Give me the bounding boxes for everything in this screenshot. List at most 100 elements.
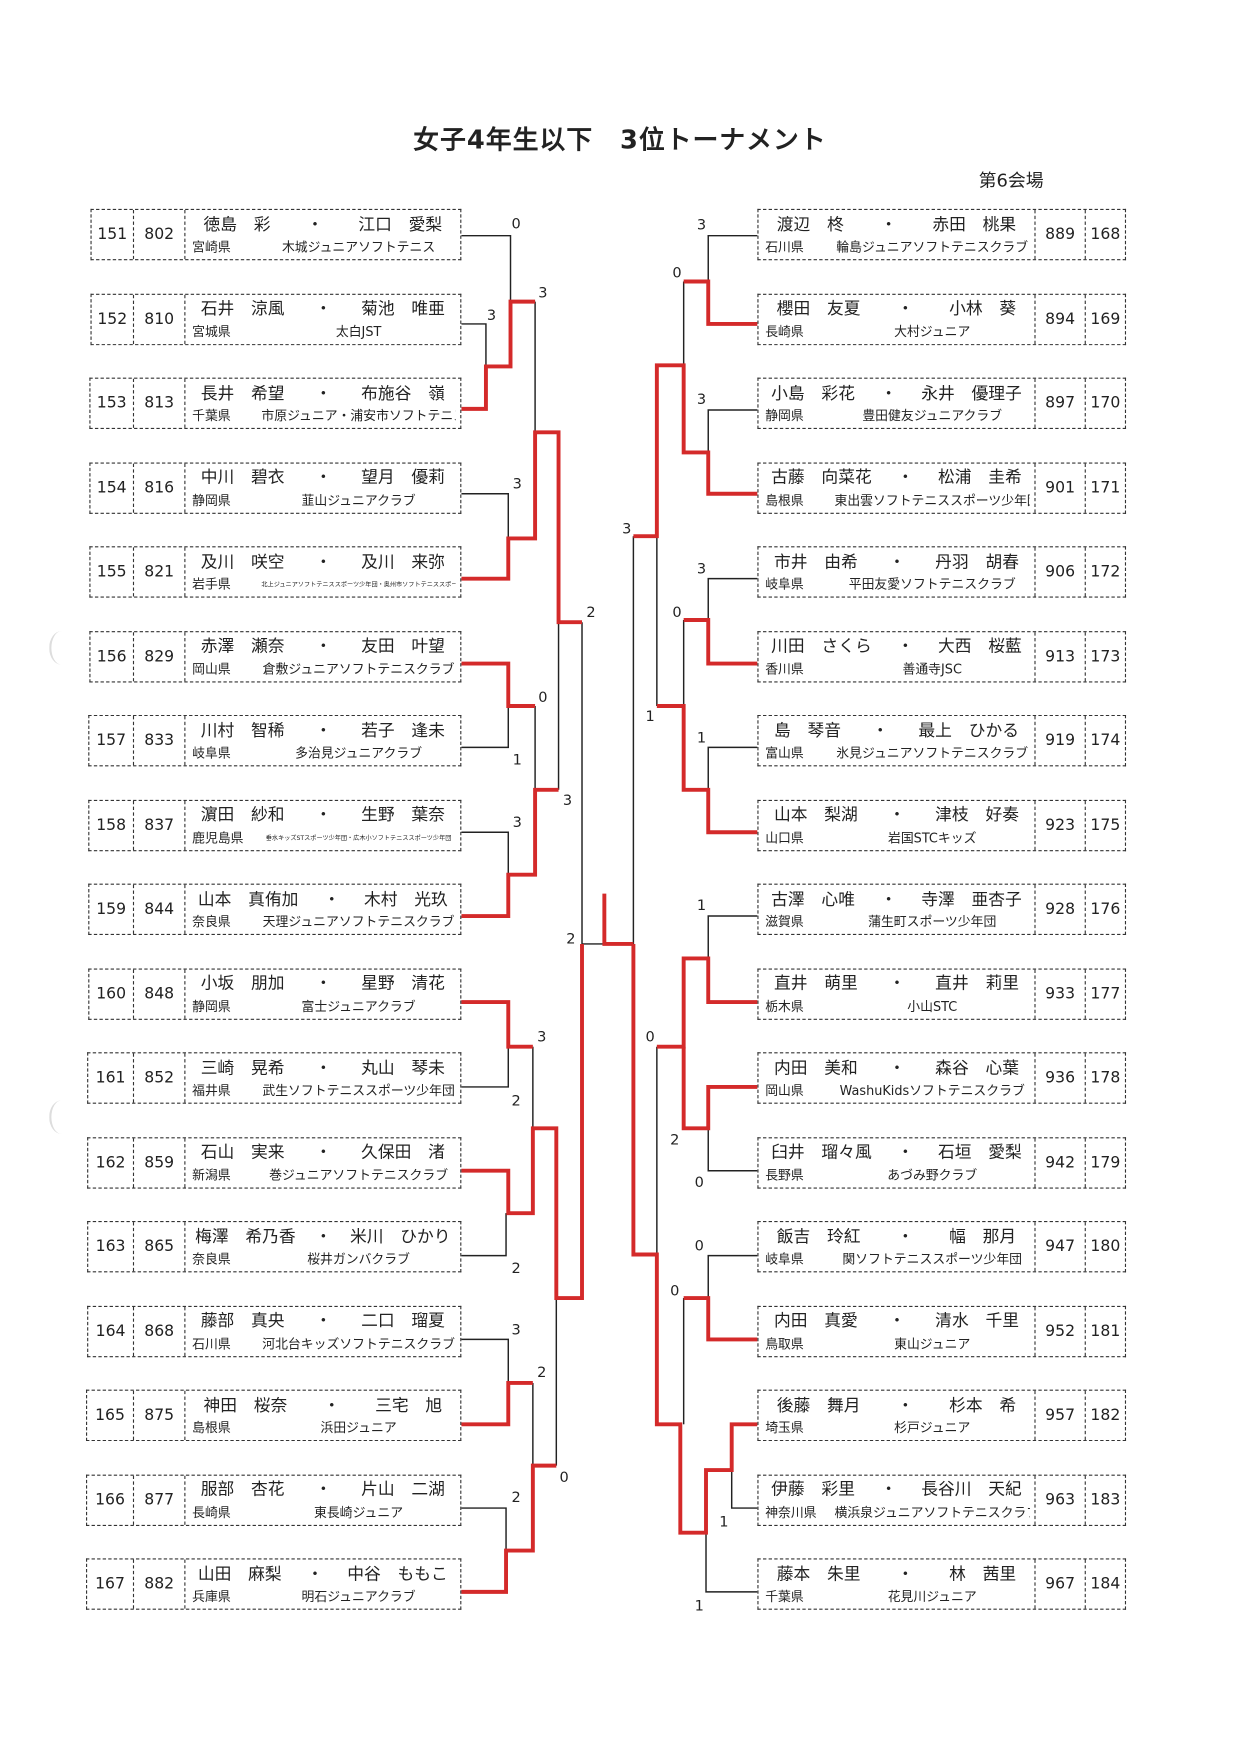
player-1: 川田 さくら <box>771 635 872 656</box>
separator-dot: ・ <box>315 466 332 488</box>
seq-number: 180 <box>1084 1222 1125 1272</box>
club: 巻ジュニアソフトテニスクラブ <box>269 1166 449 1183</box>
entry-right: 古澤 心唯・寺澤 亜杏子 滋賀県蒲生町スポーツ少年団 928 176 <box>757 883 1127 936</box>
winner-path-line <box>633 363 758 539</box>
match-score: 3 <box>512 476 522 494</box>
player-2: 木村 光玖 <box>363 888 448 909</box>
separator-dot: ・ <box>315 1057 332 1078</box>
winner-path-line <box>683 279 758 326</box>
match-score: 0 <box>670 1282 680 1300</box>
separator-dot: ・ <box>888 1057 906 1078</box>
entry-right: 山本 梨湖・津枝 好奏 山口県岩国STCキッズ 923 175 <box>757 799 1127 851</box>
prefecture: 奈良県 <box>192 1251 231 1267</box>
entry-number: 875 <box>132 1390 184 1440</box>
prefecture: 島根県 <box>765 492 804 508</box>
player-2: 二口 瑠夏 <box>361 1310 445 1331</box>
separator-dot: ・ <box>880 1479 898 1500</box>
match-score: 3 <box>696 217 707 235</box>
seq-number: 174 <box>1084 716 1125 766</box>
match-score: 1 <box>696 730 707 747</box>
seq-number: 166 <box>95 1490 125 1509</box>
prefecture: 栃木県 <box>765 998 804 1014</box>
entry-number: 829 <box>132 631 184 681</box>
player-1: 藤本 朱里 <box>776 1563 861 1584</box>
seq-number: 164 <box>95 1322 126 1340</box>
player-2: 丸山 琴未 <box>361 1057 445 1078</box>
seq-number: 176 <box>1084 884 1125 934</box>
club: 輪島ジュニアソフトテニスクラブ <box>836 239 1029 255</box>
club: 氷見ジュニアソフトテニスクラブ <box>836 745 1029 761</box>
player-2: 及川 来弥 <box>361 551 445 572</box>
entry-left: 161 852 三崎 晃希・丸山 琴未 福井県武生ソフトテニススポーツ少年団 <box>87 1052 462 1104</box>
prefecture: 新潟県 <box>192 1166 231 1183</box>
separator-dot: ・ <box>897 635 914 656</box>
prefecture: 富山県 <box>765 745 804 761</box>
seq-number: 184 <box>1084 1559 1125 1609</box>
player-2: 杉本 希 <box>949 1394 1017 1415</box>
match-score: 0 <box>694 1238 704 1256</box>
player-1: 川村 智稀 <box>200 719 285 741</box>
club: 武生ソフトテニススポーツ少年団 <box>262 1082 455 1099</box>
player-1: 内田 美和 <box>773 1057 858 1078</box>
seq-number: 152 <box>97 309 128 328</box>
separator-dot: ・ <box>871 719 889 741</box>
player-2: 森谷 心葉 <box>935 1057 1019 1078</box>
entry-right: 臼井 瑠々風・石垣 愛梨 長野県あづみ野クラブ 942 179 <box>757 1136 1127 1189</box>
club: 多治見ジュニアクラブ <box>295 745 423 761</box>
entry-right: 小島 彩花・永井 優理子 静岡県豊田健友ジュニアクラブ 897 170 <box>757 377 1127 429</box>
club: 蒲生町スポーツ少年団 <box>868 913 997 930</box>
player-1: 濵田 紗和 <box>200 804 285 825</box>
prefecture: 岡山県 <box>192 660 231 677</box>
entry-right: 伊藤 彩里・長谷川 天紀 神奈川県横浜泉ジュニアソフトテニスクラブ 963 18… <box>757 1474 1127 1526</box>
seq-number: 168 <box>1084 210 1125 260</box>
match-score: 3 <box>696 391 707 409</box>
seq-number: 159 <box>96 900 127 919</box>
prefecture: 奈良県 <box>192 913 231 930</box>
entry-number: 865 <box>132 1222 184 1272</box>
club: 韮山ジュニアクラブ <box>301 492 416 508</box>
bracket-line <box>707 577 758 620</box>
match-score: 2 <box>537 1364 547 1382</box>
entry-left: 153 813 長井 希望・布施谷 嶺 千葉県市原ジュニア・浦安市ソフトテニスジ… <box>89 377 462 429</box>
player-2: 片山 二湖 <box>361 1479 445 1500</box>
entry-right: 藤本 朱里・林 茜里 千葉県花見川ジュニア 967 184 <box>757 1558 1127 1610</box>
entry-left: 165 875 神田 桜奈・三宅 旭 島根県浜田ジュニア <box>86 1389 462 1442</box>
seq-number: 151 <box>97 225 128 244</box>
entry-number: 868 <box>132 1306 184 1356</box>
entry-number: 816 <box>132 463 184 513</box>
player-1: 臼井 瑠々風 <box>771 1141 872 1162</box>
entry-right: 直井 萌里・直井 莉里 栃木県小山STC 933 177 <box>757 967 1127 1020</box>
entry-number: 877 <box>132 1475 184 1525</box>
entry-number: 848 <box>132 969 184 1019</box>
match-score: 2 <box>511 1093 521 1110</box>
separator-dot: ・ <box>315 551 332 572</box>
separator-dot: ・ <box>897 1226 914 1247</box>
seq-number: 173 <box>1084 631 1125 681</box>
bracket-line <box>458 1507 507 1551</box>
prefecture: 宮崎県 <box>192 239 231 255</box>
prefecture: 岐阜県 <box>192 745 231 761</box>
entry-right: 飯吉 玲紅・幅 那月 岐阜県関ソフトテニススポーツ少年団 947 180 <box>757 1220 1127 1273</box>
separator-dot: ・ <box>315 972 332 994</box>
separator-dot: ・ <box>888 972 906 994</box>
player-1: 小坂 朋加 <box>200 972 285 994</box>
winner-path-line <box>458 1000 533 1049</box>
separator-dot: ・ <box>315 1141 332 1162</box>
player-1: 市井 由希 <box>773 551 858 572</box>
player-2: 清水 千里 <box>935 1310 1019 1331</box>
prefecture: 長野県 <box>765 1166 804 1183</box>
entry-left: 160 848 小坂 朋加・星野 清花 静岡県富士ジュニアクラブ <box>88 967 462 1020</box>
seq-number: 183 <box>1084 1475 1125 1525</box>
separator-dot: ・ <box>306 1563 324 1584</box>
match-score: 0 <box>538 689 548 707</box>
entry-number: 942 <box>1034 1137 1084 1187</box>
bracket-line <box>730 1470 758 1509</box>
club: 東長崎ジュニア <box>314 1504 404 1520</box>
club: 岩国STCキッズ <box>887 829 977 846</box>
club: 善通寺JSC <box>902 660 962 677</box>
player-2: 丹羽 胡春 <box>935 551 1019 572</box>
club: 平田友愛ソフトテニスクラブ <box>848 576 1016 593</box>
entry-number: 889 <box>1034 210 1084 260</box>
match-score: 2 <box>566 931 576 948</box>
